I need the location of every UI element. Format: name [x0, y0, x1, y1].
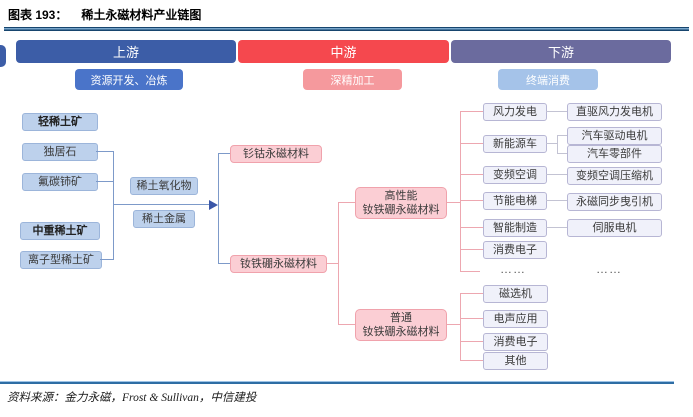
connector [460, 293, 461, 361]
node-servo-motor: 伺服电机 [567, 219, 662, 237]
connector [460, 271, 480, 272]
node-high-performance-ndfeb-line2: 钕铁硼永磁材料 [362, 204, 440, 216]
connector [460, 111, 483, 112]
connector [447, 324, 460, 325]
end-products-ellipsis: …… [596, 262, 622, 276]
connector [338, 202, 339, 324]
node-rare-earth-metal: 稀土金属 [133, 210, 195, 228]
node-inverter-ac: 变频空调 [483, 166, 547, 184]
node-energy-saving-elevator: 节能电梯 [483, 192, 547, 210]
node-consumer-electronics: 消费电子 [483, 241, 547, 259]
connector [460, 200, 483, 201]
node-rare-earth-oxide: 稀土氧化物 [130, 177, 198, 195]
segment-downstream-label: 下游 [547, 45, 574, 60]
connector [557, 135, 558, 154]
segment-midstream-label: 中游 [330, 45, 357, 60]
connector [546, 111, 567, 112]
node-smco-magnet: 钐钴永磁材料 [230, 145, 322, 163]
node-ac-compressor: 变频空调压缩机 [567, 167, 662, 185]
node-ordinary-ndfeb-line1: 普通 [390, 312, 412, 324]
node-high-performance-ndfeb: 高性能 钕铁硼永磁材料 [355, 187, 447, 219]
connector [460, 318, 483, 319]
connector [113, 204, 210, 205]
connector [96, 151, 113, 152]
connector [460, 360, 483, 361]
connector [338, 324, 355, 325]
connector [327, 263, 338, 264]
connector [447, 202, 460, 203]
node-direct-drive-wind-generator: 直驱风力发电机 [567, 103, 662, 121]
source-note: 资料来源：金力永磁，Frost & Sullivan，中信建投 [7, 392, 257, 404]
stage-end-consumption-label: 终端消费 [526, 74, 570, 87]
connector [460, 293, 483, 294]
node-heavy-rare-earth-ore: 中重稀土矿 [20, 222, 100, 240]
connector [557, 153, 567, 154]
stage-deep-processing-label: 深精加工 [330, 74, 375, 87]
node-consumer-electronics-ordinary: 消费电子 [483, 333, 548, 351]
connector [460, 111, 461, 271]
node-electroacoustic: 电声应用 [483, 310, 548, 328]
node-pm-traction-machine: 永磁同步曳引机 [567, 193, 662, 211]
footer-divider [0, 381, 674, 384]
node-bastnaesite: 氟碳铈矿 [22, 173, 98, 191]
node-new-energy-vehicle: 新能源车 [483, 135, 547, 153]
page-edge-decoration [0, 45, 6, 67]
connector [338, 202, 355, 203]
node-ordinary-ndfeb-line2: 钕铁硼永磁材料 [362, 326, 440, 338]
arrow-right-icon [209, 200, 218, 210]
stage-mining-refining: 资源开发、冶炼 [75, 69, 183, 90]
connector [218, 153, 219, 263]
connector [460, 143, 483, 144]
connector [100, 259, 113, 260]
connector [218, 263, 230, 264]
segment-midstream: 中游 [238, 40, 449, 63]
connector [546, 227, 567, 228]
connector [460, 249, 483, 250]
connector [96, 181, 113, 182]
connector [546, 143, 557, 144]
node-monazite: 独居石 [22, 143, 98, 161]
node-auto-parts: 汽车零部件 [567, 145, 662, 163]
node-ordinary-ndfeb: 普通 钕铁硼永磁材料 [355, 309, 447, 341]
node-ev-drive-motor: 汽车驱动电机 [567, 127, 662, 145]
node-ndfeb-magnet: 钕铁硼永磁材料 [230, 255, 327, 273]
connector [460, 227, 483, 228]
node-high-performance-ndfeb-line1: 高性能 [384, 190, 418, 202]
node-smart-manufacturing: 智能制造 [483, 219, 547, 237]
connector [546, 174, 567, 175]
segment-upstream: 上游 [16, 40, 236, 63]
stage-mining-refining-label: 资源开发、冶炼 [90, 74, 168, 87]
connector [460, 341, 483, 342]
node-ionic-rare-earth-ore: 离子型稀土矿 [20, 251, 102, 269]
figure-number: 图表 193： [8, 8, 68, 22]
figure-title: 图表 193： 稀土永磁材料产业链图 [8, 6, 201, 23]
connector [113, 151, 114, 260]
apps-ellipsis: …… [500, 262, 526, 276]
connector [460, 174, 483, 175]
segment-upstream-label: 上游 [112, 45, 139, 60]
connector [546, 200, 567, 201]
figure-name: 稀土永磁材料产业链图 [81, 8, 202, 22]
node-wind-power: 风力发电 [483, 103, 547, 121]
title-rule [4, 27, 689, 31]
stage-end-consumption: 终端消费 [498, 69, 598, 90]
node-other: 其他 [483, 352, 548, 370]
connector [557, 135, 567, 136]
stage-deep-processing: 深精加工 [303, 69, 402, 90]
segment-downstream: 下游 [451, 40, 671, 63]
node-magnetic-separator: 磁选机 [483, 285, 548, 303]
connector [218, 153, 230, 154]
node-light-rare-earth-ore: 轻稀土矿 [22, 113, 98, 131]
